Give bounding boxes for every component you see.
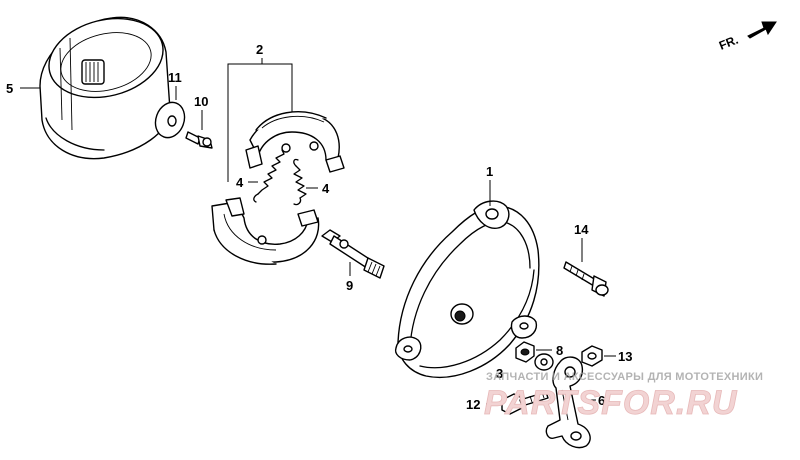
part-spring-left — [253, 149, 285, 203]
part-washer — [154, 101, 186, 139]
callout-1: 1 — [486, 164, 493, 179]
part-nut-13 — [581, 345, 603, 367]
drum-hub — [81, 59, 105, 85]
part-washer-8 — [534, 353, 554, 371]
callout-4-right: 4 — [322, 181, 330, 196]
part-brake-panel — [394, 200, 540, 378]
callout-9: 9 — [346, 278, 353, 293]
callout-13: 13 — [618, 349, 632, 364]
front-direction-indicator: FR. — [717, 21, 777, 53]
callout-2: 2 — [256, 42, 263, 57]
callout-4-left: 4 — [236, 175, 244, 190]
part-bolt-12 — [501, 391, 549, 415]
part-bolt-14 — [563, 261, 609, 297]
callout-2-bracket — [227, 58, 293, 182]
part-brake-arm — [545, 356, 591, 449]
part-bolt-10 — [185, 131, 213, 149]
callout-10: 10 — [194, 94, 208, 109]
callout-8: 8 — [556, 343, 563, 358]
part-spring-right — [293, 158, 307, 206]
direction-label: FR. — [717, 33, 740, 53]
callout-14: 14 — [574, 222, 589, 237]
callout-5: 5 — [6, 81, 13, 96]
callout-12: 12 — [466, 397, 480, 412]
part-brake-cam — [321, 229, 385, 279]
watermark-tagline: ЗАПЧАСТИ И АКСЕССУАРЫ ДЛЯ МОТОТЕХНИКИ — [486, 371, 763, 383]
watermark-brand: PARTSFOR.RU — [484, 384, 738, 422]
watermark: ЗАПЧАСТИ И АКСЕССУАРЫ ДЛЯ МОТОТЕХНИКИ PA… — [484, 371, 763, 422]
callout-3: 3 — [496, 366, 503, 381]
part-brake-drum — [39, 16, 171, 160]
callout-6: 6 — [598, 393, 605, 408]
part-brake-shoe-upper — [245, 111, 345, 173]
direction-arrow-icon — [747, 21, 777, 39]
part-nut-3 — [515, 341, 535, 363]
part-brake-shoe-lower — [211, 197, 320, 265]
callout-11: 11 — [168, 70, 182, 85]
